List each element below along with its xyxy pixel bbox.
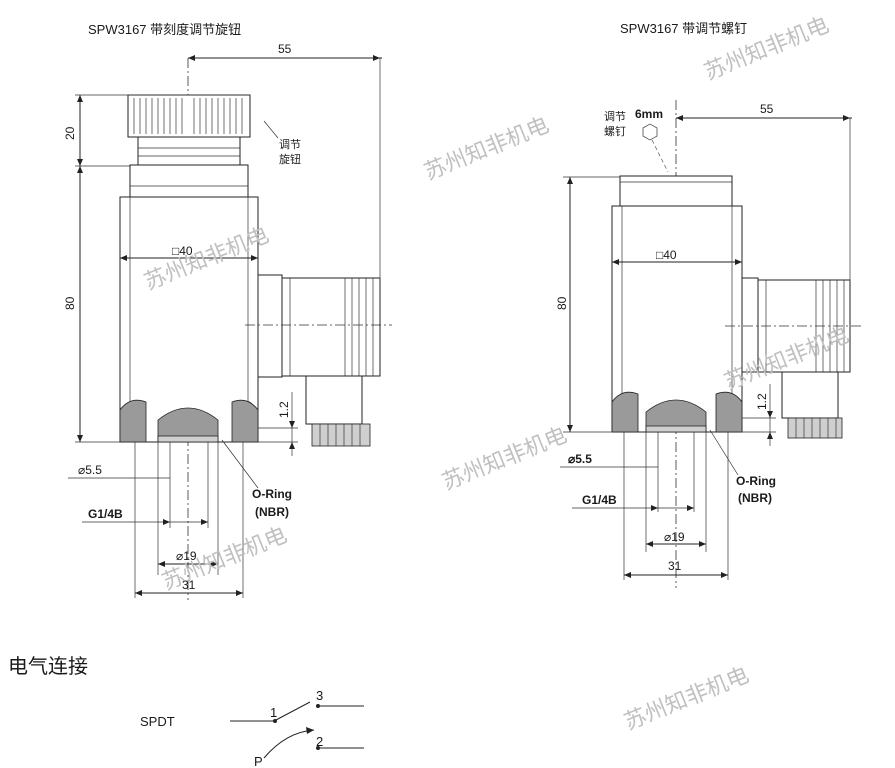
- right-dim-80: 80: [555, 296, 569, 310]
- left-dim-80: 80: [63, 296, 77, 310]
- electrical-heading: 电气连接: [8, 655, 88, 678]
- right-screw-size: 6mm: [635, 107, 663, 121]
- right-dim-55: 55: [760, 102, 774, 116]
- left-title: SPW3167 带刻度调节旋钮: [88, 22, 241, 37]
- right-dim-31: 31: [668, 559, 682, 573]
- left-knob-label-1: 调节: [279, 138, 301, 151]
- left-knob-collar: [137, 136, 241, 166]
- right-title: SPW3167 带调节螺钉: [620, 21, 747, 36]
- left-dim-55: 55: [278, 42, 292, 56]
- left-oring-1: O-Ring: [252, 487, 292, 501]
- right-dim-square: □40: [656, 248, 677, 262]
- right-dim-thread: G1/4B: [582, 493, 617, 507]
- right-screw-label-2: 螺钉: [604, 125, 626, 138]
- left-mount-arc-1: [119, 399, 147, 443]
- left-knob-knurl: [133, 98, 243, 134]
- right-oring-2: (NBR): [738, 491, 772, 505]
- left-mount-arc-2: [157, 407, 219, 443]
- spdt-pressure-label: P: [254, 754, 263, 768]
- left-oring-2: (NBR): [255, 505, 289, 519]
- left-knob-label-2: 旋钮: [279, 152, 301, 166]
- left-dim-20: 20: [63, 126, 77, 140]
- right-drawing: SPW3167 带调节螺钉 调节 螺钉 6mm: [555, 21, 862, 588]
- watermark: 苏州知非机电: [439, 423, 571, 496]
- right-dim-d19: ⌀19: [664, 530, 685, 544]
- watermark: 苏州知非机电: [421, 113, 553, 186]
- spdt-switch-arm: [275, 701, 311, 721]
- left-connector-base: [257, 274, 283, 378]
- left-dim-31: 31: [182, 578, 196, 592]
- spdt-pin1: 1: [270, 705, 277, 720]
- right-screw-label-1: 调节: [604, 110, 626, 123]
- right-dim-1-2: 1.2: [755, 393, 769, 410]
- left-dim-1-2: 1.2: [277, 401, 291, 418]
- spdt-label: SPDT: [140, 714, 175, 729]
- left-drawing: SPW3167 带刻度调节旋钮: [63, 22, 392, 600]
- right-gland-nut: [787, 417, 843, 439]
- right-dim-d5-5: ⌀5.5: [568, 452, 592, 466]
- right-cap: [619, 175, 733, 207]
- left-dim-square: □40: [172, 244, 193, 258]
- right-cable-gland: [781, 371, 839, 419]
- left-dim-d5-5: ⌀5.5: [78, 463, 102, 477]
- right-mount-arc-2: [645, 399, 707, 433]
- left-dim-thread: G1/4B: [88, 507, 123, 521]
- watermark: 苏州知非机电: [621, 663, 753, 736]
- left-mount-arc-3: [231, 399, 259, 443]
- left-dim-d19: ⌀19: [176, 549, 197, 563]
- spdt-pin2: 2: [316, 734, 323, 749]
- spdt-pin3: 3: [316, 688, 323, 703]
- left-connector: [281, 277, 381, 377]
- right-oring-1: O-Ring: [736, 474, 776, 488]
- right-mount-arc-1: [611, 391, 639, 433]
- spdt-pressure-arc: [263, 729, 315, 759]
- left-adapter: [129, 164, 249, 198]
- right-mount-arc-3: [715, 391, 743, 433]
- left-cable-gland: [305, 375, 363, 425]
- hex-screw-icon: [642, 123, 658, 141]
- electrical-connection: 电气连接 SPDT 1 3 2 P: [8, 655, 364, 768]
- left-gland-nut: [311, 423, 371, 447]
